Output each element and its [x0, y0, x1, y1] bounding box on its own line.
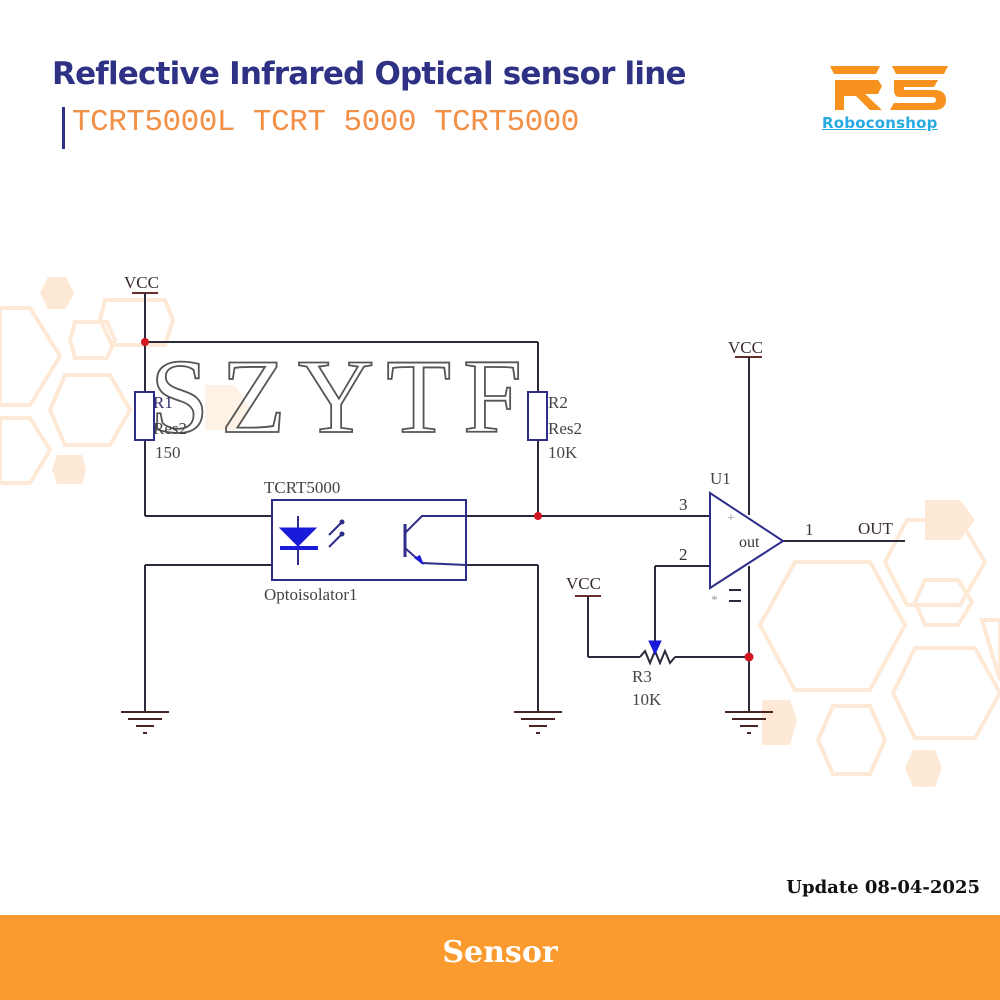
resistor-r1: [134, 391, 155, 441]
opto-part-label: TCRT5000: [264, 478, 340, 497]
ground-icon: [725, 711, 773, 734]
logo-brand-name: Roboconshop: [822, 114, 938, 132]
r2-ref: R2: [548, 393, 568, 412]
footer-bar: [0, 915, 1000, 1000]
r3-ref: R3: [632, 667, 652, 686]
page-title: Reflective Infrared Optical sensor line: [52, 56, 687, 92]
r3-value: 10K: [632, 690, 662, 709]
rs-monogram-icon: [830, 66, 948, 110]
vcc-label: VCC: [566, 574, 601, 593]
watermark-text: SZYTF: [150, 338, 534, 455]
vcc-label: VCC: [728, 338, 763, 357]
junction-dot: [141, 338, 149, 346]
subtitle-accent-bar: [62, 107, 65, 149]
junction-dots: [141, 338, 754, 662]
hexagon-background: [0, 277, 1000, 787]
page-subtitle: TCRT5000L TCRT 5000 TCRT5000: [72, 105, 579, 140]
r1-ref: R1: [153, 393, 173, 412]
opto-designator-label: Optoisolator1: [264, 585, 358, 604]
opamp-asterisk: *: [711, 592, 718, 607]
resistor-r2: [527, 391, 548, 441]
update-date: Update 08-04-2025: [786, 877, 980, 898]
wires: [132, 292, 905, 712]
r1-type: Res2: [153, 419, 187, 438]
optoisolator: [271, 499, 467, 581]
opamp-out-label: out: [739, 534, 760, 551]
roboconshop-logo: [830, 66, 948, 110]
opamp-pin-2: 2: [679, 545, 688, 564]
ground-icon: [121, 711, 169, 734]
footer-category: Sensor: [442, 935, 558, 970]
output-label: OUT: [858, 519, 894, 538]
junction-dot: [744, 652, 754, 662]
opamp-u1: [709, 491, 785, 602]
junction-dot: [534, 512, 542, 520]
ground-icon: [514, 711, 562, 734]
r2-value: 10K: [548, 443, 578, 462]
r2-type: Res2: [548, 419, 582, 438]
potentiometer-r3: [639, 640, 676, 666]
opamp-plus-sign: +: [727, 511, 735, 526]
ground-symbols: [121, 711, 773, 734]
r1-value: 150: [155, 443, 181, 462]
opamp-pin-3: 3: [679, 495, 688, 514]
opamp-pin-1: 1: [805, 520, 814, 539]
vcc-label: VCC: [124, 273, 159, 292]
opamp-ref: U1: [710, 469, 731, 488]
